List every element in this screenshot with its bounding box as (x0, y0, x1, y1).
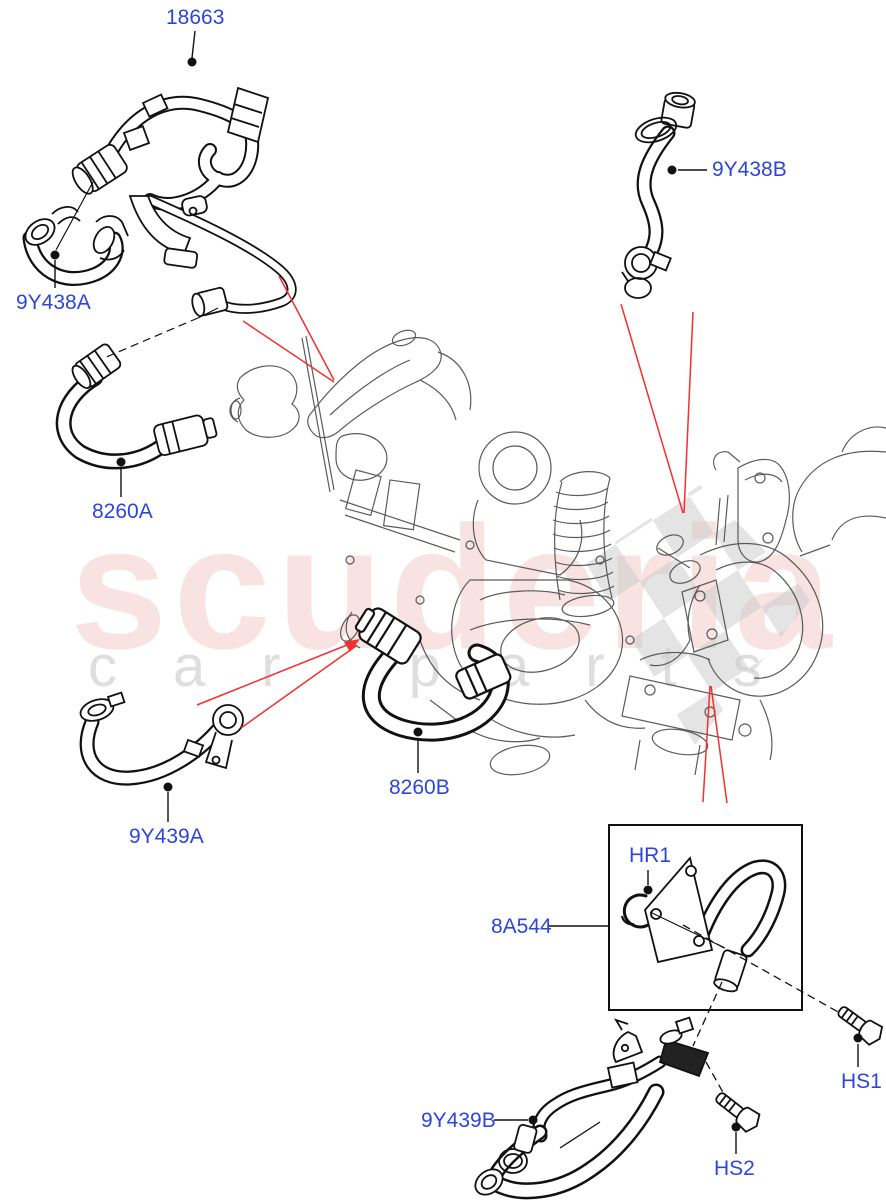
part-label-9Y438A[interactable]: 9Y438A (16, 291, 91, 314)
install-callout-lines (196, 275, 728, 804)
part-label-18663[interactable]: 18663 (166, 6, 225, 29)
bolt-hs1-art (837, 1006, 884, 1046)
part-art-9Y438B (621, 91, 696, 299)
part-label-HS1[interactable]: HS1 (841, 1070, 882, 1093)
part-label-HS2[interactable]: HS2 (714, 1157, 755, 1180)
part-art-9Y438A (22, 206, 129, 286)
label-leader-lines (50, 30, 863, 1154)
snap-ring-art (622, 893, 650, 929)
part-label-8260A[interactable]: 8260A (92, 500, 153, 523)
part-art-9Y439B (474, 1016, 710, 1200)
part-art-8260A (55, 343, 218, 470)
watermark-checkered-flag (585, 485, 812, 745)
part-label-9Y439B[interactable]: 9Y439B (421, 1109, 496, 1132)
part-art-8260B (354, 607, 512, 742)
part-label-8260B[interactable]: 8260B (389, 776, 450, 799)
part-label-9Y438B[interactable]: 9Y438B (712, 158, 787, 181)
part-label-HR1[interactable]: HR1 (629, 844, 672, 867)
part-label-9Y439A[interactable]: 9Y439A (129, 825, 204, 848)
part-label-8A544[interactable]: 8A544 (491, 915, 552, 938)
part-art-9Y439A (79, 691, 244, 786)
fastener-dashed-lines (682, 924, 841, 1097)
bolt-hs2-art (715, 1092, 761, 1133)
assembly-connection-lines (55, 181, 219, 359)
detail-box-8A544 (608, 824, 803, 1011)
part-art-18663 (71, 86, 297, 318)
